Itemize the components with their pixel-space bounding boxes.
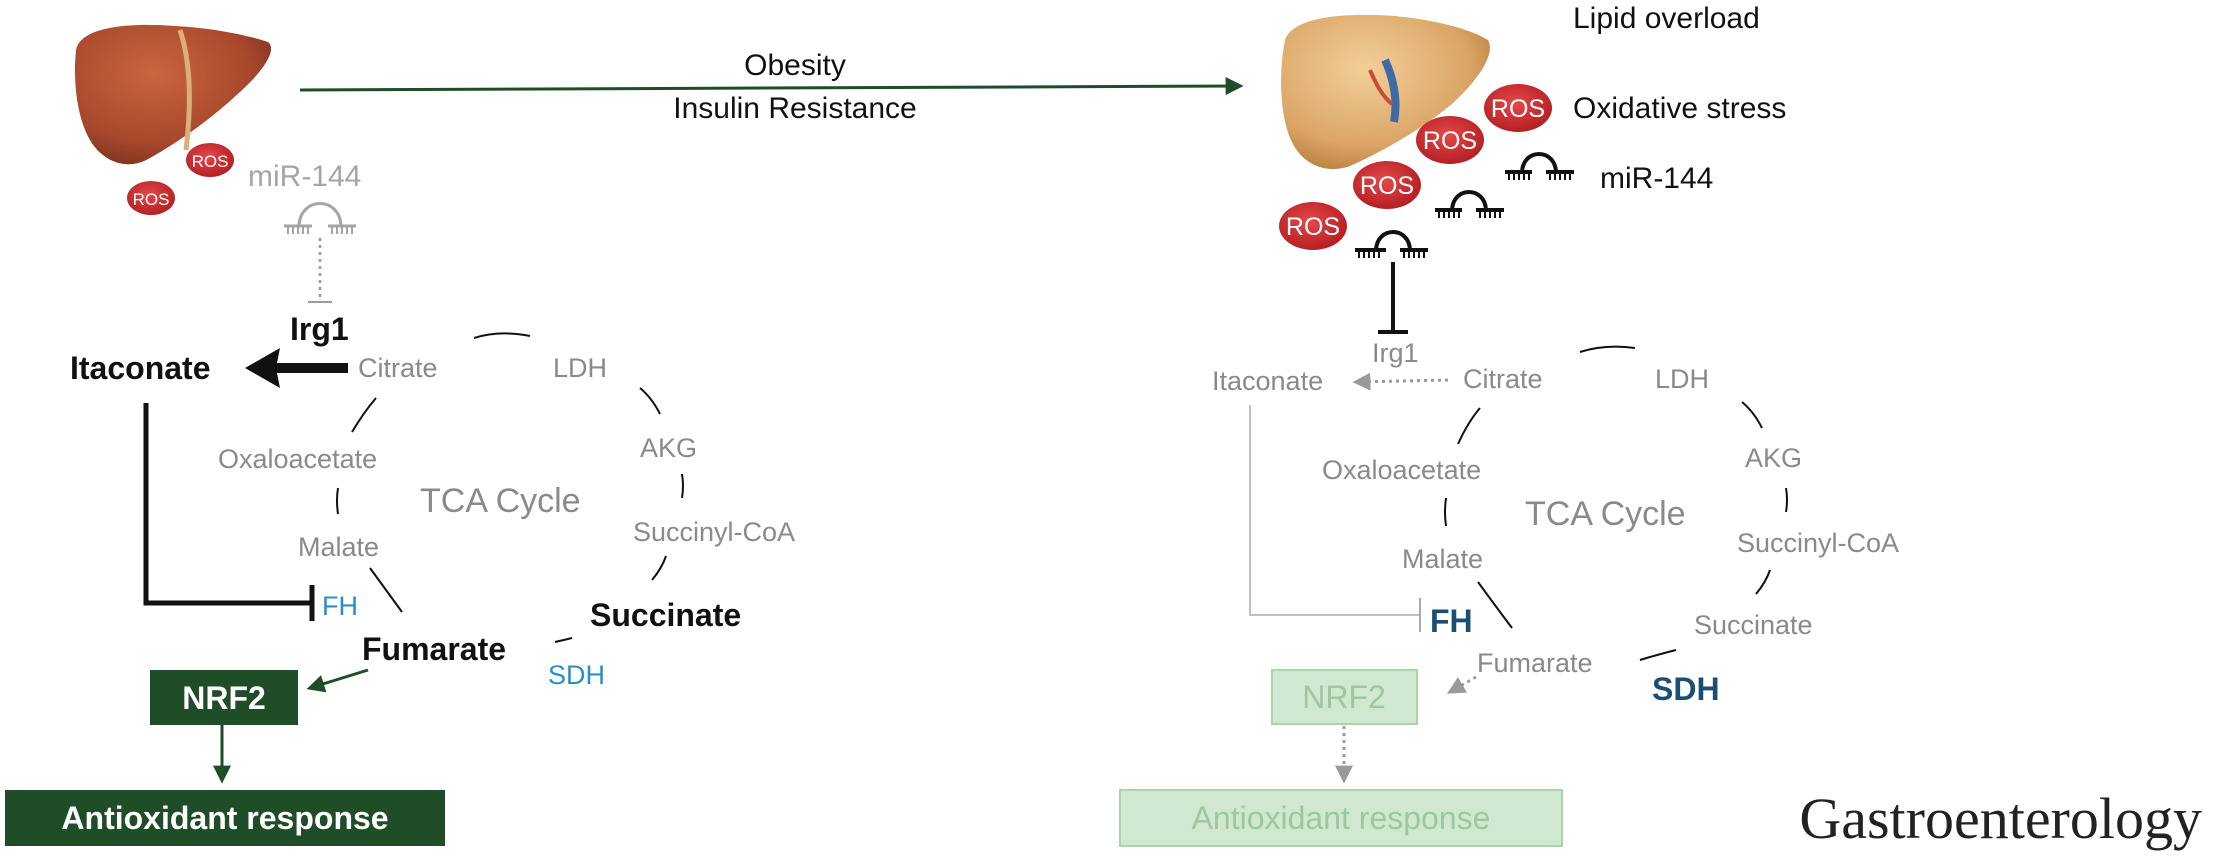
tca-title-left: TCA Cycle	[420, 482, 581, 520]
itaconate-label-left: Itaconate	[70, 350, 210, 386]
mir144-label-right: miR-144	[1600, 162, 1713, 195]
itaconate-label-right: Itaconate	[1212, 366, 1323, 396]
citrate-left: Citrate	[358, 353, 438, 383]
oxaloacetate-right: Oxaloacetate	[1322, 455, 1481, 485]
svg-text:ROS: ROS	[192, 152, 229, 171]
ros-bubble-right-3: ROS	[1353, 161, 1421, 209]
ldh-right: LDH	[1655, 364, 1709, 394]
oxidative-stress-label: Oxidative stress	[1573, 92, 1786, 125]
nrf2-label-left: NRF2	[182, 680, 266, 716]
svg-text:ROS: ROS	[133, 190, 170, 209]
nrf2-box-left	[150, 670, 298, 725]
tca-arcs-left	[336, 332, 684, 643]
obesity-label: Obesity	[744, 49, 846, 82]
succinylcoa-right: Succinyl-CoA	[1737, 528, 1899, 558]
mir144-label-left: miR-144	[248, 160, 361, 193]
antioxidant-box-right	[1119, 789, 1563, 847]
irg1-label-left: Irg1	[290, 311, 349, 347]
fumarate-nrf2-dotted-arrow-right	[1446, 675, 1477, 694]
sdh-left: SDH	[548, 660, 605, 690]
oxaloacetate-left: Oxaloacetate	[218, 444, 377, 474]
itaconate-fh-inhibition	[143, 403, 310, 606]
tca-arcs-right	[1444, 345, 1788, 661]
tca-title-right: TCA Cycle	[1525, 495, 1686, 533]
svg-text:ROS: ROS	[1360, 172, 1414, 200]
liver-healthy-icon	[74, 24, 272, 165]
ldh-left: LDH	[553, 353, 607, 383]
ros-bubble-right-4: ROS	[1279, 202, 1347, 250]
sdh-right: SDH	[1652, 671, 1720, 707]
irg1-label-right: Irg1	[1372, 338, 1419, 368]
malate-right: Malate	[1402, 544, 1483, 574]
irg1-itaconate-dotted-arrow-right	[1352, 372, 1449, 391]
insulin-resistance-label: Insulin Resistance	[673, 92, 916, 125]
ros-bubble-right-1: ROS	[1484, 84, 1552, 132]
tca-cycle-right: Citrate LDH AKG Oxaloacetate TCA Cycle S…	[1322, 345, 1899, 707]
antioxidant-box-left	[5, 790, 445, 846]
antioxidant-label-right: Antioxidant response	[1192, 800, 1491, 836]
obesity-arrow	[299, 77, 1244, 96]
ros-bubble-left-1: ROS	[186, 143, 234, 177]
irg1-itaconate-arrowhead	[245, 348, 280, 388]
succinylcoa-left: Succinyl-CoA	[633, 517, 795, 547]
succinate-right: Succinate	[1694, 610, 1813, 640]
fh-left: FH	[322, 591, 358, 621]
svg-text:ROS: ROS	[1423, 127, 1477, 155]
fh-right: FH	[1430, 603, 1473, 639]
fumarate-right: Fumarate	[1477, 648, 1593, 678]
nrf2-label-right: NRF2	[1302, 679, 1386, 715]
mirna-inhibitor-icon-right-3	[1355, 230, 1428, 258]
mirna-inhibitor-icon-right-1	[1505, 152, 1574, 180]
mirna-inhibitor-icon-right-2	[1435, 190, 1504, 218]
svg-text:ROS: ROS	[1491, 95, 1545, 123]
antioxidant-label-left: Antioxidant response	[61, 800, 388, 836]
citrate-right: Citrate	[1463, 364, 1543, 394]
fumarate-nrf2-arrow-left	[306, 668, 369, 693]
akg-right: AKG	[1745, 443, 1802, 473]
ros-bubble-right-2: ROS	[1416, 116, 1484, 164]
itaconate-fh-dotted-line-right	[1249, 405, 1420, 616]
ros-bubble-left-2: ROS	[127, 181, 175, 215]
mirna-inhibitor-icon	[284, 202, 356, 234]
nrf2-box-right	[1271, 669, 1418, 725]
journal-logo: Gastroenterology	[1799, 786, 2202, 851]
akg-left: AKG	[640, 433, 697, 463]
malate-left: Malate	[298, 532, 379, 562]
liver-fatty-icon	[1281, 14, 1490, 170]
svg-text:ROS: ROS	[1286, 213, 1340, 241]
tca-cycle-left: Citrate LDH AKG Oxaloacetate TCA Cycle S…	[218, 332, 795, 690]
lipid-overload-label: Lipid overload	[1573, 2, 1760, 35]
fumarate-left: Fumarate	[362, 631, 506, 667]
succinate-left: Succinate	[590, 597, 741, 633]
